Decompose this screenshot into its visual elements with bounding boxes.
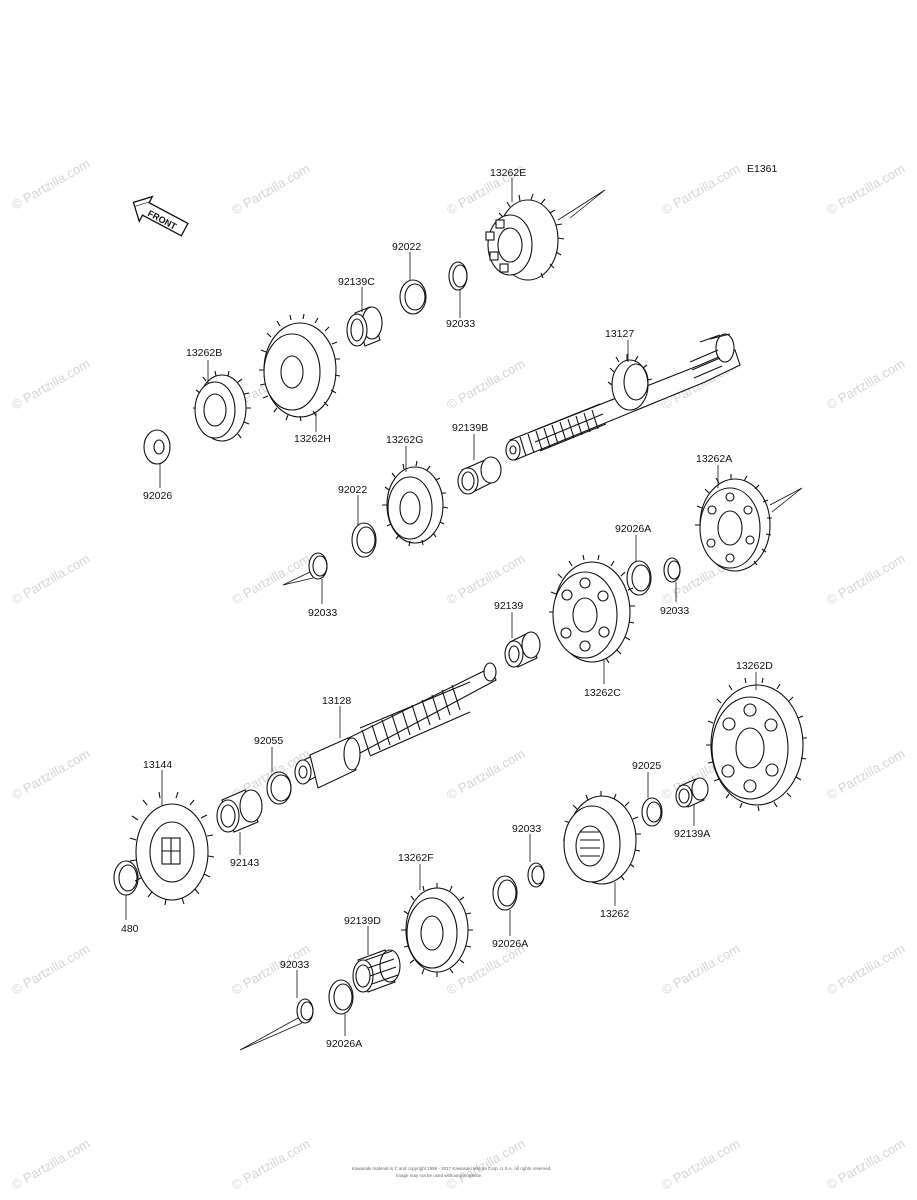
front-arrow-icon: FRONT	[132, 195, 189, 237]
circlip-92033-e	[239, 998, 314, 1051]
watermark: © Partzilla.com	[659, 161, 742, 218]
sprocket-13144	[129, 791, 215, 906]
part-label-92143: 92143	[230, 857, 259, 869]
part-label-92033-c: 92033	[660, 605, 689, 617]
watermark: © Partzilla.com	[824, 161, 907, 218]
part-label-92026A-c: 92026A	[326, 1038, 362, 1050]
bushing-92139B	[457, 456, 502, 495]
part-label-13262C: 13262C	[584, 687, 621, 699]
watermark: © Partzilla.com	[9, 551, 92, 608]
leader-lines	[125, 178, 757, 1036]
watermark-layer: © Partzilla.com © Partzilla.com © Partzi…	[9, 156, 907, 1193]
watermark: © Partzilla.com	[824, 356, 907, 413]
part-label-92055: 92055	[254, 735, 283, 747]
part-label-92139A: 92139A	[674, 828, 710, 840]
watermark: © Partzilla.com	[9, 1136, 92, 1193]
washer-92026	[143, 429, 171, 465]
watermark: © Partzilla.com	[9, 746, 92, 803]
gear-13262D	[706, 677, 807, 812]
part-label-13128: 13128	[322, 695, 351, 707]
circlip-92033-a	[448, 261, 468, 291]
shaft-13127	[505, 333, 741, 461]
footer-permission: Image may not be used without permission	[396, 1173, 482, 1178]
gear-13262C	[549, 554, 635, 664]
gear-13262B	[193, 370, 251, 442]
gear-13262F	[401, 883, 473, 977]
watermark: © Partzilla.com	[444, 356, 527, 413]
watermark: © Partzilla.com	[824, 1136, 907, 1193]
part-label-13262A: 13262A	[696, 453, 732, 465]
watermark: © Partzilla.com	[659, 941, 742, 998]
watermark: © Partzilla.com	[824, 551, 907, 608]
shaft-13128	[294, 662, 497, 789]
part-label-92026A-b: 92026A	[492, 938, 528, 950]
watermark: © Partzilla.com	[824, 746, 907, 803]
part-labels: 13262E 92022 92139C 92033 13262B 13262H …	[121, 167, 773, 1050]
gear-13262G	[382, 460, 449, 547]
part-label-92022: 92022	[392, 241, 421, 253]
part-label-13262E: 13262E	[490, 167, 526, 179]
footer-copyright: Kawasaki material is © and copyright 199…	[352, 1165, 551, 1171]
bushing-92139C	[346, 306, 383, 347]
part-label-92025: 92025	[632, 760, 661, 772]
watermark: © Partzilla.com	[824, 941, 907, 998]
watermark: © Partzilla.com	[444, 1136, 527, 1193]
watermark: © Partzilla.com	[9, 156, 92, 213]
watermark: © Partzilla.com	[9, 356, 92, 413]
part-label-480: 480	[121, 923, 139, 935]
washer-92026A-c	[328, 979, 354, 1015]
washer-92022-a	[399, 279, 427, 315]
collar-92143	[216, 789, 263, 833]
watermark: © Partzilla.com	[444, 746, 527, 803]
part-label-13262B: 13262B	[186, 347, 222, 359]
washer-92026A-a	[626, 560, 652, 596]
gear-13262	[563, 791, 641, 885]
watermark: © Partzilla.com	[9, 941, 92, 998]
washer-92022-b	[351, 522, 377, 558]
part-label-92026: 92026	[143, 490, 172, 502]
oring-92055	[266, 771, 292, 805]
part-label-92026A: 92026A	[615, 523, 651, 535]
bushing-92139	[504, 631, 541, 668]
circlip-480	[113, 860, 139, 896]
part-label-92139B: 92139B	[452, 422, 488, 434]
watermark: © Partzilla.com	[229, 551, 312, 608]
part-label-92139D: 92139D	[344, 915, 381, 927]
part-label-13262D: 13262D	[736, 660, 773, 672]
circlip-92033-b	[282, 552, 328, 586]
washer-92025	[641, 797, 663, 827]
bearing-92139D	[352, 949, 401, 993]
bushing-92139A	[675, 777, 709, 808]
part-label-92033-e: 92033	[280, 959, 309, 971]
circlip-92033-d	[527, 862, 545, 888]
gear-13262A	[695, 474, 803, 572]
gear-13262H	[259, 313, 341, 422]
part-label-13144: 13144	[143, 759, 172, 771]
watermark: © Partzilla.com	[229, 1136, 312, 1193]
part-label-92033: 92033	[446, 318, 475, 330]
diagram-code: E1361	[747, 163, 778, 175]
circlip-92033-c	[663, 557, 681, 583]
part-label-92033-d: 92033	[512, 823, 541, 835]
part-label-92022-b: 92022	[338, 484, 367, 496]
watermark: © Partzilla.com	[659, 1136, 742, 1193]
part-label-92139: 92139	[494, 600, 523, 612]
part-label-13127: 13127	[605, 328, 634, 340]
part-label-13262: 13262	[600, 908, 629, 920]
washer-92026A-b	[492, 875, 518, 911]
part-label-13262H: 13262H	[294, 433, 331, 445]
gear-13262E	[485, 189, 606, 281]
part-label-92139C: 92139C	[338, 276, 375, 288]
part-label-13262G: 13262G	[386, 434, 423, 446]
part-label-13262F: 13262F	[398, 852, 434, 864]
watermark: © Partzilla.com	[229, 161, 312, 218]
part-label-92033-b: 92033	[308, 607, 337, 619]
